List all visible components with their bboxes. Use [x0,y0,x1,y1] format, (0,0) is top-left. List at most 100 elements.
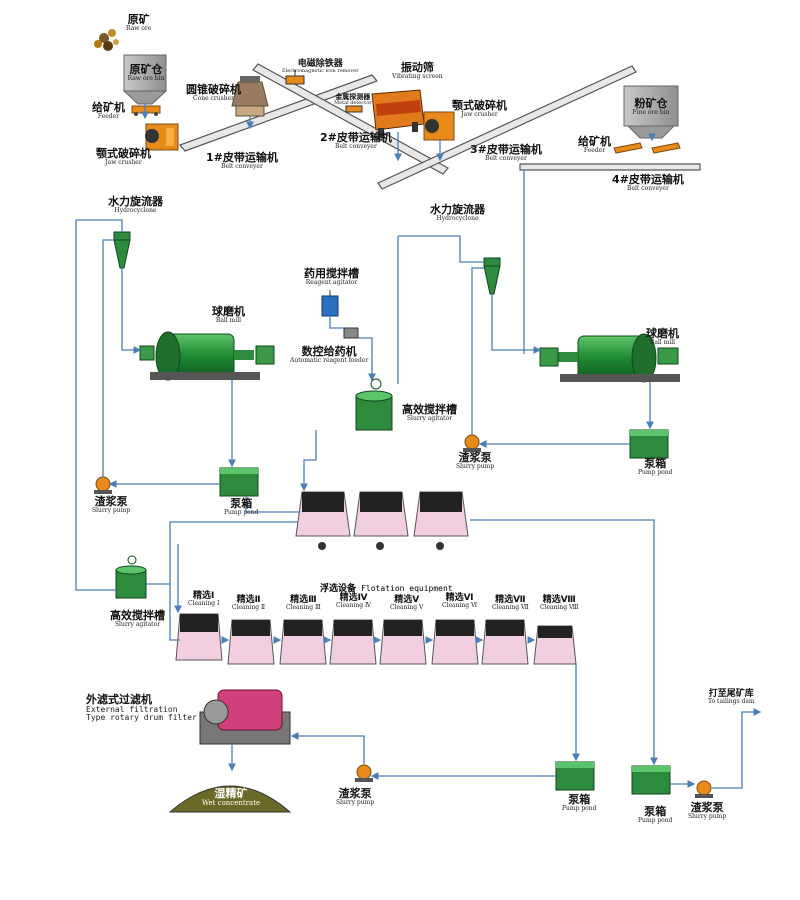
label-slurry-pump-2: 渣浆泵 Slurry pump [456,452,494,470]
label-en: Belt conveyer [221,162,263,170]
label-cone-crusher: 圆锥破碎机 Cone crusher [186,84,241,102]
label-en: Electromagnetic iron remover [282,68,359,75]
label-cn: 振动筛 [400,61,434,74]
label-en: Ball mill [215,316,242,324]
flotation-cell [353,491,409,550]
label-cn: 4#皮带运输机 [612,173,684,186]
label-en: Pump pond [638,468,673,476]
label-cn: 精选Ⅶ [495,595,526,605]
label-reagent-agitator: 药用搅拌槽 Reagent agitator [304,268,359,286]
label-pump-pond-3: 泵箱 Pump pond [562,794,597,812]
label-belt-1: 1#皮带运输机 Belt conveyer [206,152,278,170]
cleaning-cell [175,613,223,661]
label-cn: 精选Ⅵ [445,593,474,603]
label-en: To tailings dam [708,698,755,706]
label-fine-ore-bin: 粉矿仓 Fine ore bin [624,97,678,117]
label-pump-pond-2: 泵箱 Pump pond [638,458,673,476]
label-cn: 数控给药机 [301,345,357,358]
label-cleaning-5: 精选Ⅴ Cleaning Ⅴ [390,595,424,612]
label-belt-4: 4#皮带运输机 Belt conveyer [612,174,684,192]
label-cn: 高效搅拌槽 [402,403,457,416]
label-slurry-pump-3: 渣浆泵 Slurry pump [336,788,374,806]
slurry-agitator-2 [115,555,147,599]
iron-remover [285,70,305,85]
label-vibrating-screen: 振动筛 Vibrating screen [392,62,443,80]
pump-pond-1 [219,467,259,497]
label-raw-ore: 原矿 Raw ore [126,14,151,32]
label-cn: 精选Ⅲ [290,595,317,605]
label-slurry-pump-1: 渣浆泵 Slurry pump [92,496,130,514]
label-cn: 渣浆泵 [338,787,372,800]
label-en: Feeder [583,146,606,154]
pump-pond-4 [631,765,671,795]
cleaning-cell [227,619,275,665]
label-cn: 打至尾矿库 [708,689,754,699]
belt-conveyor-4 [519,163,701,171]
label-en: Feeder [97,112,120,120]
wet-concentrate-pile [168,785,292,813]
label-en: Slurry pump [456,462,495,470]
label-cn: 1#皮带运输机 [206,151,278,164]
flotation-cell [413,491,469,550]
label-cn: 精选Ⅱ [236,595,261,605]
label-en: Cleaning Ⅶ [492,604,529,612]
label-cn: 药用搅拌槽 [304,267,359,280]
flotation-rougher-row [295,491,469,550]
cleaning-cell [329,619,377,665]
label-cn: 高效搅拌槽 [110,609,165,622]
label-iron-remover: 电磁除铁器 Electromagnetic iron remover [282,59,359,75]
label-cn: 颚式破碎机 [452,99,507,112]
label-en: Slurry pump [92,506,131,514]
label-en: Jaw crusher [105,158,142,166]
label-en: Raw ore [126,24,152,32]
label-en: Pump pond [562,804,597,812]
label-cn: 给矿机 [92,101,125,114]
label-cn: 粉矿仓 [634,97,668,110]
label-raw-ore-bin: 原矿仓 Raw ore bin [126,63,166,83]
label-en: Belt conveyer [627,184,669,192]
label-en: Cleaning Ⅲ [286,604,321,612]
label-en: Cone crusher [193,94,234,102]
label-en: Jaw crusher [461,110,498,118]
feeder-1 [131,105,161,116]
label-cn: 湿精矿 [214,787,248,800]
label-hydrocyclone-2: 水力旋流器 Hydrocyclone [430,204,485,222]
label-ball-mill-1: 球磨机 Ball mill [212,306,245,324]
label-slurry-agitator-2: 高效搅拌槽 Slurry agitator [110,610,165,628]
hydrocyclone-1 [113,231,131,269]
label-en: Slurry agitator [114,620,161,628]
label-feeder-2: 给矿机 Feeder [578,136,611,154]
label-en: Pump pond [638,816,673,824]
label-cn: 浮选设备 [320,584,357,594]
label-en: Belt conveyer [335,142,377,150]
cone-crusher [231,76,269,117]
label-slurry-agitator-1: 高效搅拌槽 Slurry agitator [402,404,457,422]
label-en: Reagent agitator [305,278,358,286]
label-en: Wet concentrate [201,799,261,808]
label-en: Hydrocyclone [436,214,479,222]
label-cn: 精选Ⅷ [542,595,576,605]
label-cn: 水力旋流器 [108,195,163,208]
label-cn: 2#皮带运输机 [320,131,392,144]
label-cn: 球磨机 [646,327,679,340]
jaw-crusher-1 [145,123,179,151]
label-en: Slurry pump [688,812,727,820]
metal-detector [345,105,363,113]
flotation-cleaning-row [175,613,577,665]
jaw-crusher-2 [423,111,455,141]
label-cn: 精选Ⅴ [394,595,420,605]
label-cn: 原矿仓 [129,63,163,76]
label-en: Cleaning Ⅰ [188,600,220,608]
slurry-agitator-1 [355,378,393,431]
label-en: Slurry agitator [406,414,453,422]
label-en: Raw ore bin [127,75,165,83]
label-feeder-1: 给矿机 Feeder [92,102,125,120]
slurry-pump-2 [463,434,481,452]
label-flotation: 浮选设备 Flotation equipment [320,578,453,595]
label-en: Cleaning Ⅴ [390,604,424,612]
cleaning-cell [431,619,479,665]
label-cn: 精选Ⅳ [339,593,368,603]
label-en: Fine ore bin [632,109,670,117]
label-cn: 渣浆泵 [94,495,128,508]
